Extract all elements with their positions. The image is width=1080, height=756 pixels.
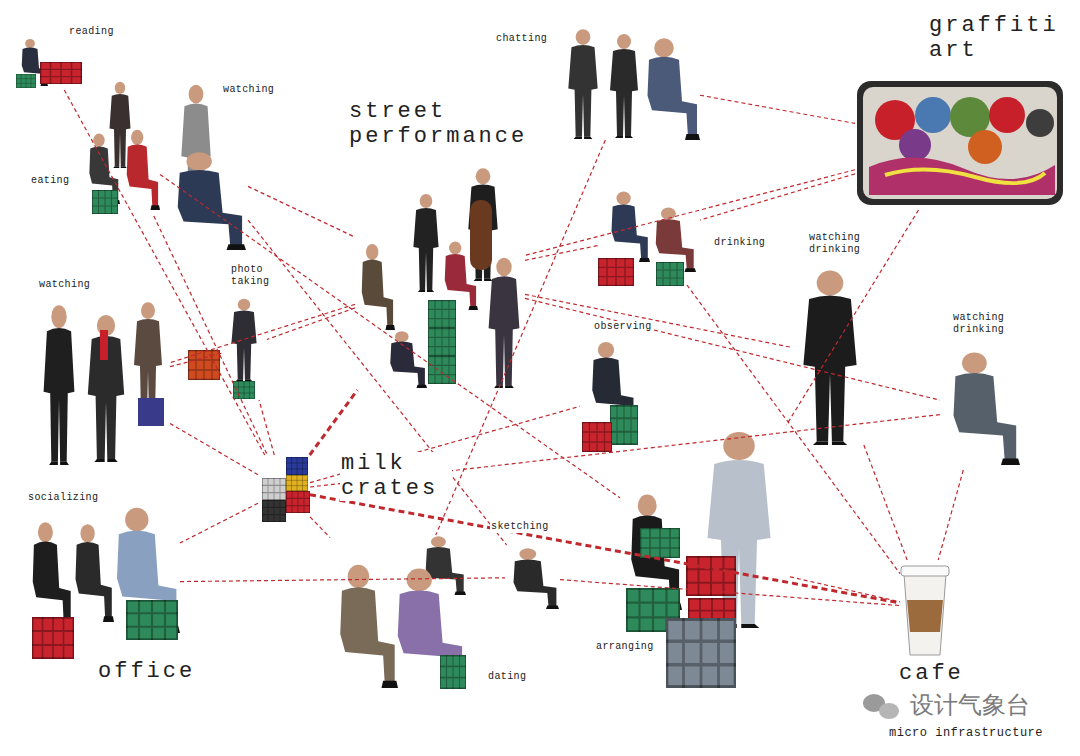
- dashed-connector: [687, 285, 900, 574]
- dashed-connector: [525, 245, 600, 260]
- dashed-connector: [525, 298, 940, 400]
- caption-label: micro infrastructure: [888, 727, 1044, 741]
- watermark: 设计气象台: [910, 692, 1030, 718]
- eating-figures: [89, 82, 160, 214]
- activity-group: graffiti art: [855, 75, 1065, 210]
- activity-group: photo taking: [222, 295, 267, 400]
- graffiti-picture: [857, 81, 1063, 205]
- activity-label: photo taking: [230, 264, 276, 287]
- activity-label: drinking: [713, 237, 766, 249]
- dashed-connector: [525, 294, 790, 347]
- milk-crate-stack: [262, 457, 310, 522]
- dashed-connector: [180, 503, 258, 543]
- activity-label: observing: [593, 321, 653, 333]
- activity-group: socializing: [25, 505, 180, 660]
- activity-group: observing: [580, 340, 642, 455]
- dashed-connector: [700, 95, 855, 123]
- activity-group: watching drinking: [940, 350, 1020, 470]
- activity-group: street performance: [355, 165, 525, 390]
- activity-label: watching drinking: [952, 312, 1010, 335]
- street-performance-figures: [362, 168, 520, 388]
- watching-figures: [44, 302, 164, 465]
- wechat-icon: [863, 694, 899, 719]
- coffee-cup: [901, 566, 949, 655]
- dashed-connector: [560, 580, 900, 606]
- observing-figure: [582, 342, 638, 452]
- activity-group: dating: [330, 535, 475, 690]
- activity-group: watching: [35, 300, 170, 468]
- dashed-connector: [170, 304, 355, 362]
- dating-figures: [340, 536, 466, 689]
- dashed-connector: [267, 308, 355, 340]
- place-label: street performance: [348, 100, 540, 149]
- dashed-connector: [259, 400, 274, 455]
- socializing-figures: [32, 508, 180, 659]
- activity-group: sketching: [505, 545, 560, 610]
- dashed-connector: [864, 445, 907, 560]
- activity-group: watching drinking: [790, 265, 870, 445]
- cafe-icon-area: cafe: [900, 560, 950, 655]
- place-label: office: [97, 660, 196, 685]
- dashed-connector: [938, 470, 963, 560]
- drinking-figures: [598, 192, 696, 286]
- activity-group: chatting: [560, 25, 700, 140]
- dashed-connector: [310, 517, 330, 538]
- dashed-connector: [310, 495, 900, 603]
- activity-label: watching drinking: [808, 232, 866, 255]
- photo-taking-figure: [231, 299, 256, 399]
- activity-label: eating: [30, 175, 70, 187]
- activity-label: sketching: [490, 521, 550, 533]
- dashed-connector: [154, 216, 268, 455]
- watching-figures: [178, 85, 246, 250]
- activity-group: watching: [162, 80, 248, 252]
- activity-group: arranging: [620, 425, 790, 690]
- activity-group: milk crates: [258, 455, 310, 525]
- dashed-connector: [160, 174, 620, 497]
- reading-figures: [16, 39, 82, 88]
- activity-label: watching: [222, 84, 275, 96]
- dashed-connector: [310, 390, 358, 455]
- activity-label: arranging: [595, 641, 655, 653]
- chatting-figures: [568, 29, 700, 140]
- dashed-connector: [786, 210, 918, 425]
- activity-label: watching: [38, 279, 91, 291]
- activity-group: drinking: [600, 185, 700, 285]
- watching-drinking-figure: [954, 352, 1021, 465]
- activity-label: chatting: [495, 33, 548, 45]
- dashed-connector: [700, 174, 855, 220]
- dashed-connector: [180, 578, 505, 582]
- dashed-connector: [436, 140, 606, 535]
- place-label: milk crates: [340, 452, 452, 501]
- dashed-connector: [525, 170, 855, 256]
- place-label: graffiti art: [928, 14, 1076, 63]
- dashed-connector: [248, 186, 355, 237]
- activity-group: eating: [82, 78, 160, 216]
- activity-label: dating: [487, 671, 527, 683]
- dashed-connector: [248, 220, 507, 545]
- activity-group: reading: [15, 38, 85, 90]
- dashed-connector: [170, 423, 258, 474]
- loose-crates: [188, 350, 220, 380]
- dashed-connector: [170, 353, 222, 366]
- activity-label: socializing: [27, 492, 99, 504]
- watching-drinking-figure: [803, 271, 856, 445]
- place-label: cafe: [898, 662, 965, 687]
- sketching-figure: [514, 548, 560, 609]
- activity-label: reading: [68, 26, 115, 38]
